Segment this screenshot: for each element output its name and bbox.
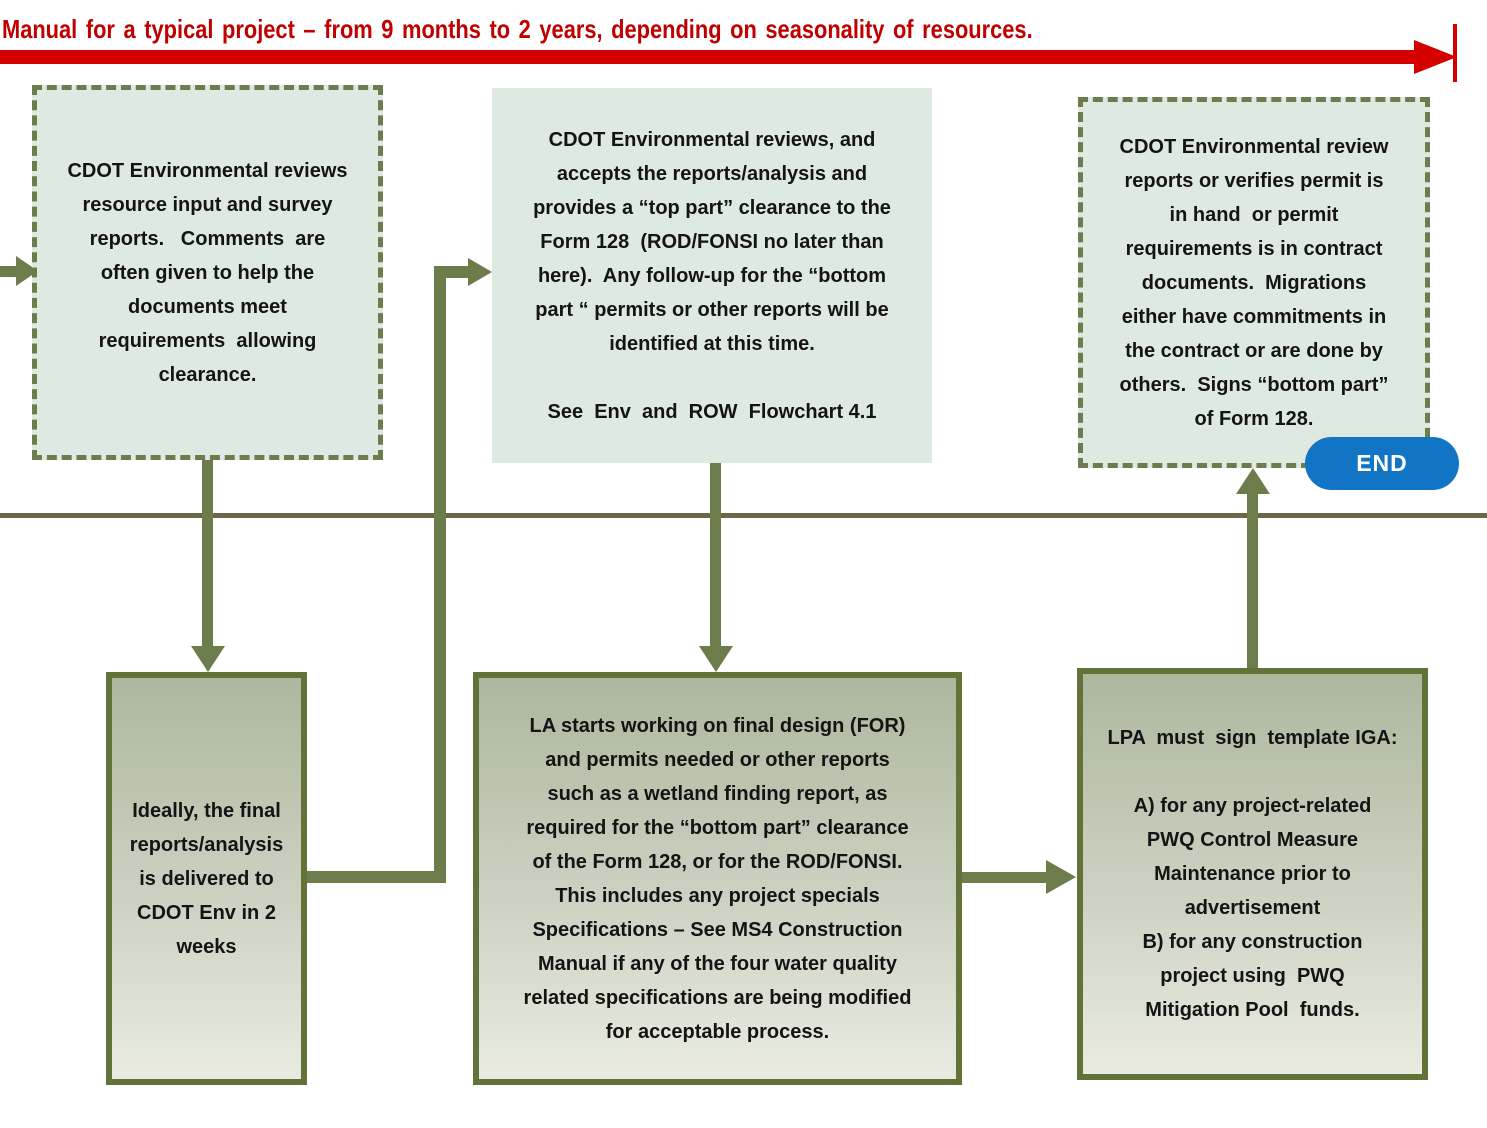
box-final-reports-delivery: Ideally, the final reports/analysis is d… — [106, 672, 307, 1085]
end-badge: END — [1305, 437, 1459, 490]
arrow-iga-to-verify-shaft — [1247, 492, 1258, 668]
arrow-accepts-to-design-head-icon — [699, 646, 733, 672]
arrow-reviews-to-delivery-head-icon — [191, 646, 225, 672]
timeline-arrow-end-cap — [1453, 24, 1457, 82]
timeline-arrow-shaft — [0, 50, 1416, 64]
connector-design-to-iga-shaft — [962, 872, 1050, 883]
box-env-accepts-reports: CDOT Environmental reviews, and accepts … — [492, 88, 932, 463]
arrow-accepts-to-design-shaft — [710, 463, 721, 648]
arrow-design-to-iga-head-icon — [1046, 860, 1076, 894]
connector-delivery-elbow-top — [434, 266, 470, 278]
timeline-arrow-head-icon — [1414, 40, 1457, 74]
box-la-final-design: LA starts working on final design (FOR) … — [473, 672, 962, 1085]
arrow-delivery-to-accepts-head-icon — [468, 258, 492, 286]
box-env-reviews-input: CDOT Environmental reviews resource inpu… — [32, 85, 383, 460]
timeline-banner-text: Manual for a typical project – from 9 mo… — [2, 14, 1033, 44]
box-env-review-verify-permit: CDOT Environmental review reports or ver… — [1078, 97, 1430, 468]
phase-divider-line — [0, 513, 1487, 518]
arrow-iga-to-verify-head-icon — [1236, 468, 1270, 494]
arrow-entry-shaft — [0, 266, 22, 277]
box-lpa-template-iga: LPA must sign template IGA: A) for any p… — [1077, 668, 1428, 1080]
arrow-reviews-to-delivery-shaft — [202, 458, 213, 650]
connector-delivery-elbow-bottom — [307, 871, 446, 883]
connector-delivery-elbow-vertical — [434, 266, 446, 883]
